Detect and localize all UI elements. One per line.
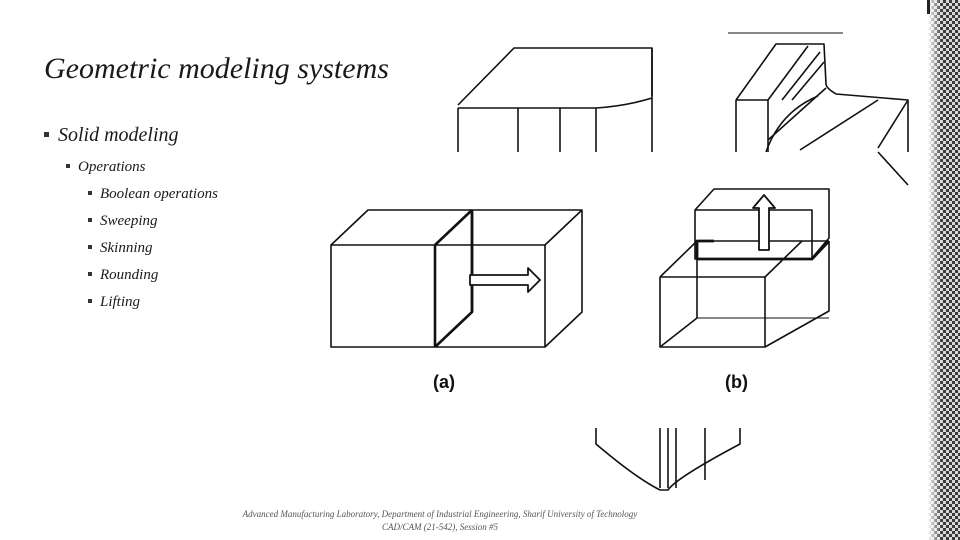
- bullet-level3: Sweeping: [88, 213, 158, 230]
- bullet-icon: [66, 163, 70, 168]
- bullet-icon: [88, 244, 92, 249]
- slide-title: Geometric modeling systems: [44, 52, 389, 85]
- bullet-level3: Skinning: [88, 240, 153, 257]
- footer-line1: Advanced Manufacturing Laboratory, Depar…: [242, 509, 638, 519]
- slide-footer: Advanced Manufacturing Laboratory, Depar…: [140, 508, 740, 534]
- bullet-icon: [88, 298, 92, 303]
- bullet-text: Boolean operations: [100, 186, 218, 202]
- bullet-level3: Boolean operations: [88, 186, 218, 203]
- rounding-block-figure: [457, 47, 653, 152]
- bullet-text: Lifting: [100, 294, 141, 310]
- sweep-box-a: [330, 209, 583, 348]
- bullet-icon: [88, 190, 92, 195]
- edge-mark: [927, 0, 930, 14]
- bullet-icon: [88, 217, 92, 222]
- bullet-level3: Lifting: [88, 294, 140, 311]
- bullet-text: Solid modeling: [58, 124, 179, 146]
- bullet-text: Operations: [78, 159, 146, 175]
- bullet-icon: [44, 131, 49, 137]
- figure-label-b: (b): [725, 372, 748, 392]
- bullet-text: Skinning: [100, 240, 153, 256]
- bullet-level2: Operations: [66, 159, 146, 176]
- border-fade: [928, 0, 942, 540]
- bullet-text: Rounding: [100, 267, 159, 283]
- figure-label-a: (a): [433, 372, 455, 392]
- bullet-icon: [88, 271, 92, 276]
- bullet-level3: Rounding: [88, 267, 158, 284]
- skinning-figure: [595, 428, 741, 491]
- bullet-text: Sweeping: [100, 213, 158, 229]
- bullet-level1: Solid modeling: [44, 124, 179, 147]
- footer-line2: CAD/CAM (21-542), Session #5: [382, 522, 498, 532]
- lift-box-b: [659, 188, 831, 348]
- lifted-block-figure: [728, 32, 909, 186]
